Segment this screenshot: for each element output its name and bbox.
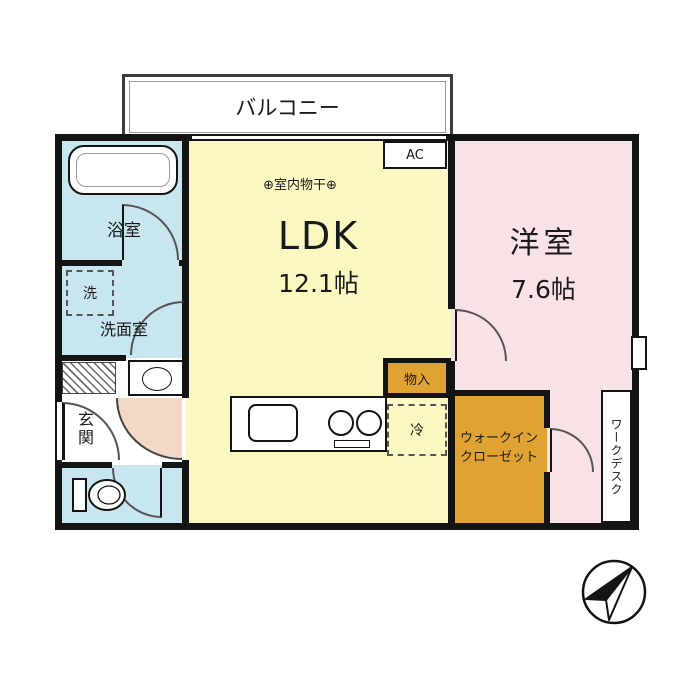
wall-segment [448, 141, 455, 309]
vanity-sink [128, 360, 184, 396]
entrance-door-opening [55, 402, 62, 460]
kitchen-sink [248, 404, 298, 442]
wall-segment [162, 462, 189, 468]
wall-segment [448, 390, 550, 396]
walkin-closet-room [451, 393, 547, 523]
compass-north-arrow-icon [581, 559, 647, 625]
wall-segment [62, 355, 126, 361]
washroom-label: 洗面室 [99, 320, 148, 339]
ldk-label-block: LDK 12.1帖 [186, 214, 451, 300]
washer-label: 洗 [83, 286, 97, 302]
balcony: バルコニー [122, 74, 453, 140]
bathroom-label: 浴室 [107, 221, 141, 241]
indoor-drying-label: ⊕室内物干⊕ [263, 178, 337, 193]
ac-unit: AC [383, 141, 447, 169]
stove-burner-icon [328, 410, 354, 436]
bathtub-inner-line [76, 153, 170, 187]
storage-closet: 物入 [383, 358, 451, 398]
washer-box: 洗 [66, 270, 114, 316]
wic-label-line1: ウォークイン [459, 431, 538, 446]
ldk-name: LDK [277, 214, 360, 258]
wall-segment [448, 361, 455, 523]
wall-segment [182, 460, 189, 523]
bedroom-name: 洋室 [509, 226, 578, 261]
wall-segment [62, 462, 112, 468]
wic-label-line2: クローゼット [459, 449, 538, 465]
wall-segment [62, 260, 122, 266]
fridge-label: 冷 [410, 423, 424, 439]
bedroom-label-block: 洋室 7.6帖 [455, 218, 632, 306]
wall-segment [179, 260, 189, 266]
toilet-icon [72, 478, 126, 512]
balcony-window [192, 134, 446, 141]
shoe-cabinet [62, 362, 116, 394]
storage-label: 物入 [403, 372, 430, 388]
work-desk-label: ワークデスク [609, 417, 623, 496]
wall-segment [182, 141, 189, 398]
bedroom-size: 7.6帖 [511, 275, 576, 304]
side-window [631, 336, 647, 370]
balcony-inner-line [129, 81, 446, 133]
wall-segment [544, 472, 550, 523]
ldk-room [186, 141, 451, 523]
bathtub-icon [68, 145, 178, 195]
stove-burner-icon [356, 410, 382, 436]
work-desk: ワークデスク [601, 390, 632, 523]
ldk-size: 12.1帖 [278, 269, 359, 298]
balcony-label: バルコニー [235, 96, 340, 120]
wall-segment [184, 355, 189, 361]
ac-label: AC [406, 147, 424, 163]
entrance-label: 玄関 [75, 411, 94, 447]
fridge-space: 冷 [387, 404, 447, 456]
wall-segment [544, 390, 550, 428]
wic-label-block: ウォークイン クローゼット [451, 430, 547, 468]
stove-grill [334, 440, 370, 448]
vanity-bowl [142, 367, 172, 391]
